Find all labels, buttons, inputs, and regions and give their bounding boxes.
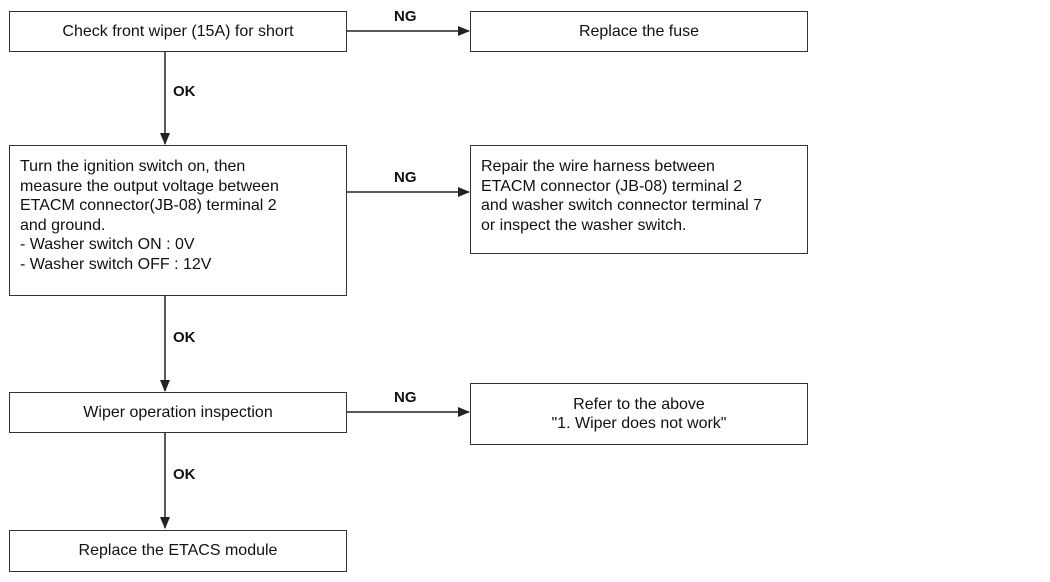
action-refer-above-line-2: "1. Wiper does not work" — [551, 415, 727, 432]
action-repair-harness-line-4: or inspect the washer switch. — [481, 216, 687, 234]
step-measure-voltage-box: Turn the ignition switch on, then measur… — [9, 145, 347, 296]
action-repair-harness-line-2: ETACM connector (JB-08) terminal 2 — [481, 177, 743, 195]
step-wiper-inspection-box: Wiper operation inspection — [9, 392, 347, 433]
step-check-fuse-box: Check front wiper (15A) for short — [9, 11, 347, 52]
step-measure-voltage-line-5: - Washer switch ON : 0V — [20, 236, 195, 253]
step-measure-voltage-line-1: Turn the ignition switch on, then — [20, 158, 246, 175]
step-wiper-inspection-text: Wiper operation inspection — [83, 403, 273, 421]
ng-label-3: NG — [394, 389, 417, 406]
ok-label-1: OK — [173, 83, 196, 100]
step-measure-voltage-line-4: and ground. — [20, 216, 106, 234]
ng-label-2: NG — [394, 169, 417, 186]
ok-label-3: OK — [173, 466, 196, 483]
step-measure-voltage-line-6: - Washer switch OFF : 12V — [20, 255, 212, 273]
step-replace-module-text: Replace the ETACS module — [78, 542, 278, 560]
step-replace-module-box: Replace the ETACS module — [9, 530, 347, 572]
action-replace-fuse-box: Replace the fuse — [470, 11, 808, 52]
step-check-fuse-text: Check front wiper (15A) for short — [62, 22, 294, 40]
action-refer-above-box: Refer to the above "1. Wiper does not wo… — [470, 383, 808, 445]
step-measure-voltage-line-2: measure the output voltage between — [20, 177, 279, 195]
action-repair-harness-box: Repair the wire harness between ETACM co… — [470, 145, 808, 254]
action-refer-above-line-1: Refer to the above — [573, 395, 705, 413]
action-replace-fuse-text: Replace the fuse — [578, 22, 700, 40]
ok-label-2: OK — [173, 329, 196, 346]
step-measure-voltage-line-3: ETACM connector(JB-08) terminal 2 — [20, 197, 277, 214]
action-repair-harness-line-3: and washer switch connector terminal 7 — [481, 197, 763, 214]
action-repair-harness-line-1: Repair the wire harness between — [481, 158, 715, 175]
ng-label-1: NG — [394, 8, 417, 25]
